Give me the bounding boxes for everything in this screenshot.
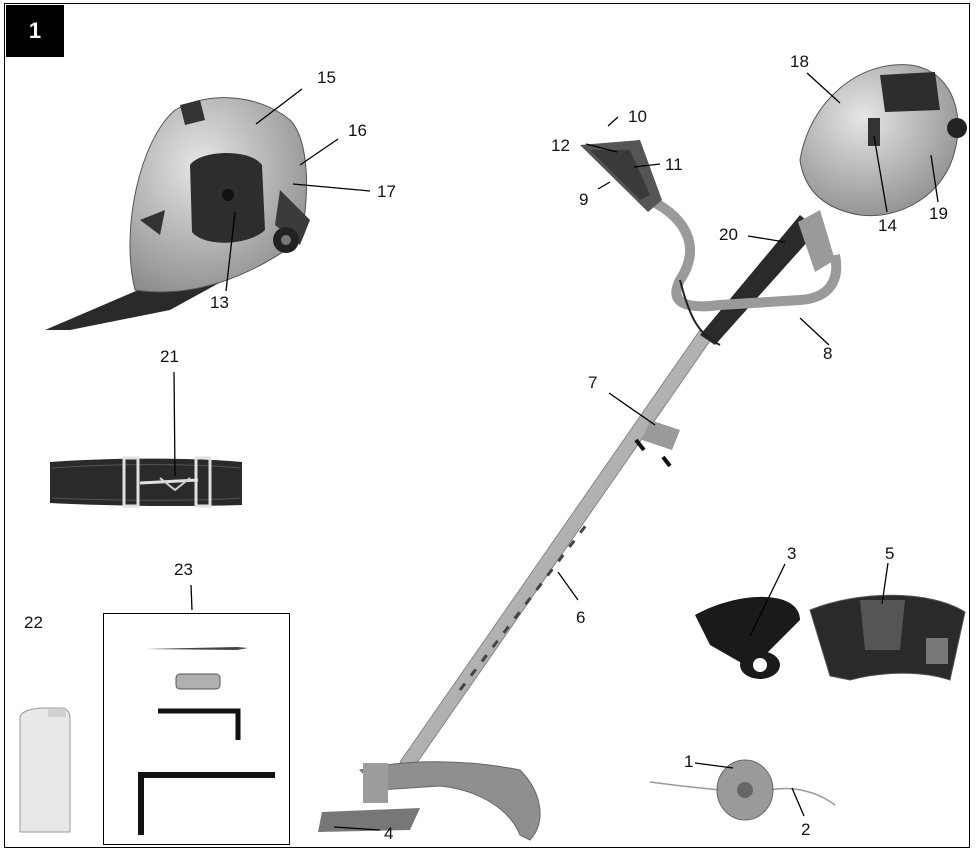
callout-11: 11	[665, 156, 683, 173]
accessory-box	[103, 613, 290, 845]
callout-19: 19	[929, 205, 948, 222]
callout-6: 6	[576, 609, 585, 626]
callout-10: 10	[628, 108, 647, 125]
callout-12: 12	[551, 137, 570, 154]
callout-7: 7	[588, 374, 597, 391]
callout-21: 21	[160, 348, 179, 365]
fuel-mixing-bottle	[20, 708, 70, 832]
callout-14: 14	[878, 217, 897, 234]
callout-18: 18	[790, 53, 809, 70]
callout-17: 17	[377, 183, 396, 200]
callout-1: 1	[684, 753, 693, 770]
harness-strap	[50, 458, 242, 506]
callout-9: 9	[579, 191, 588, 208]
guard-part-3	[695, 597, 800, 679]
guard-part-5	[810, 595, 965, 680]
drive-shaft	[400, 330, 712, 770]
callout-5: 5	[885, 545, 894, 562]
callout-2: 2	[801, 821, 810, 838]
callout-15: 15	[317, 69, 336, 86]
trimmer-spool	[650, 760, 835, 820]
callout-20: 20	[719, 226, 738, 243]
callout-13: 13	[210, 294, 229, 311]
callout-4: 4	[384, 825, 393, 842]
callout-8: 8	[823, 345, 832, 362]
engine-closeup	[45, 98, 310, 330]
callout-3: 3	[787, 545, 796, 562]
callout-22: 22	[24, 614, 43, 631]
callout-23: 23	[174, 561, 193, 578]
callout-16: 16	[348, 122, 367, 139]
